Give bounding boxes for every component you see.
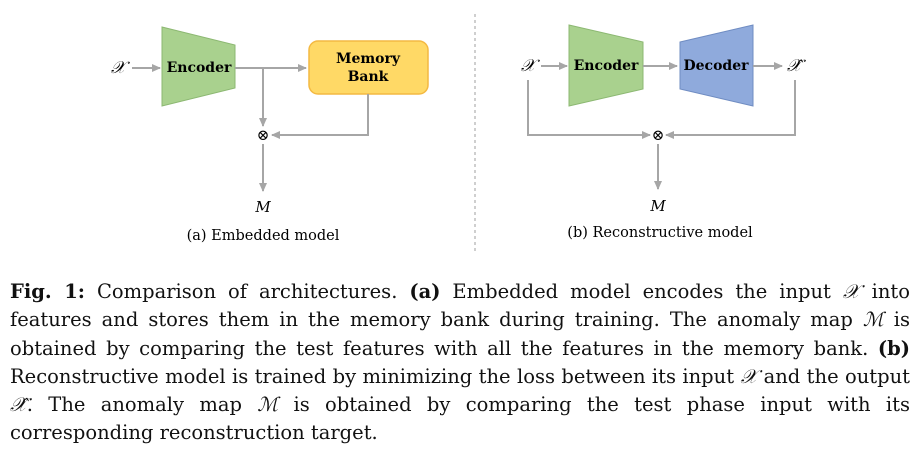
memory-bank-label-line1: Memory [336, 51, 401, 67]
encoder-label: Encoder [574, 58, 639, 74]
panel-b-caption: (b) Reconstructive model [567, 225, 753, 241]
caption-b-text-1: Reconstructive model is trained by minim… [10, 364, 741, 388]
caption-m-symbol: ℳ [257, 393, 279, 417]
combine-operator-icon: ⊗ [257, 126, 270, 144]
caption-a-text-2: into features and stores them in the mem… [10, 280, 910, 332]
caption-b-text-2: and the output [757, 364, 911, 388]
combine-operator-icon: ⊗ [652, 126, 665, 144]
input-skip-line [527, 80, 651, 139]
figure-caption: Fig. 1: Comparison of architectures. (a)… [10, 278, 910, 448]
decoder-block [679, 24, 754, 107]
figure-label: Fig. 1: [10, 280, 85, 303]
input-x-symbol: 𝒳 [111, 58, 131, 78]
memory-return-line [271, 94, 369, 139]
anomaly-map-symbol: M [254, 198, 271, 216]
architecture-diagram: 𝒳 Encoder Memory Bank ⊗ M (a) Embedded m… [111, 14, 807, 252]
caption-intro: Comparison of architectures. [85, 280, 410, 303]
caption-x-hat-symbol: 𝒳̂ [10, 393, 27, 417]
caption-b-text-3: . The anomaly map [26, 393, 258, 417]
caption-a-text-1: Embedded model encodes the input [440, 280, 843, 303]
panel-b-reconstructive-model: 𝒳 Encoder Decoder 𝒳̂ ⊗ M (b) Reconstruct… [521, 24, 807, 241]
caption-a-text-3: is obtained by comparing the test featur… [10, 308, 910, 360]
caption-b-tag: (b) [877, 336, 910, 360]
anomaly-map-symbol: M [649, 197, 666, 215]
caption-x-symbol: 𝒳 [842, 280, 860, 303]
caption-x-symbol: 𝒳 [740, 364, 758, 388]
caption-a-tag: (a) [409, 280, 441, 303]
memory-bank-label-line2: Bank [348, 69, 389, 85]
decoder-label: Decoder [684, 58, 750, 74]
input-x-symbol: 𝒳 [521, 56, 541, 76]
panel-a-embedded-model: 𝒳 Encoder Memory Bank ⊗ M (a) Embedded m… [111, 26, 429, 244]
panel-a-caption: (a) Embedded model [187, 228, 340, 244]
caption-m-symbol: ℳ [862, 308, 884, 332]
encoder-block [568, 24, 644, 107]
encoder-label: Encoder [167, 60, 232, 76]
encoder-block [161, 26, 236, 107]
output-return-line [665, 80, 796, 139]
memory-bank-block [308, 40, 429, 95]
caption-b-text-4: is obtained by comparing the test phase … [10, 393, 910, 445]
output-x-hat-symbol: 𝒳̂ [787, 56, 807, 76]
